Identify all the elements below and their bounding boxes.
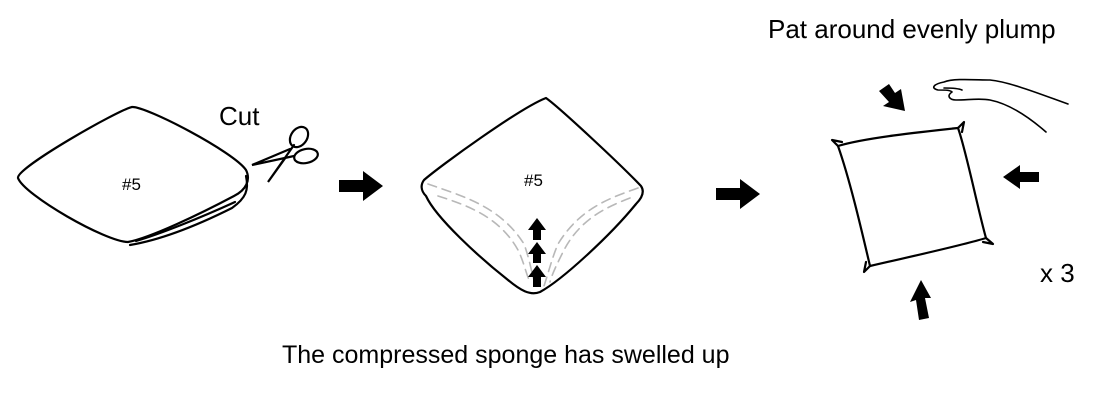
arrow-up-icon bbox=[528, 265, 546, 287]
arrow-up-icon bbox=[910, 280, 931, 320]
expanded-pillow bbox=[420, 96, 644, 295]
arrow-up-icon bbox=[528, 218, 546, 240]
arrow-left-icon bbox=[1003, 165, 1039, 189]
arrow-right-icon bbox=[716, 179, 760, 209]
compressed-pillow-package bbox=[16, 105, 250, 247]
pat-arrows bbox=[879, 84, 1039, 320]
arrow-right-icon bbox=[339, 171, 383, 201]
arrow-up-icon bbox=[528, 242, 546, 263]
expanded-package-label: #5 bbox=[524, 171, 543, 190]
scissors-icon bbox=[251, 125, 319, 183]
seam-lines bbox=[427, 183, 639, 287]
cut-label: Cut bbox=[219, 101, 260, 131]
swell-up-arrows bbox=[528, 218, 546, 287]
arrow-down-icon bbox=[879, 84, 905, 111]
repeat-count-label: x 3 bbox=[1040, 258, 1075, 288]
compressed-package-label: #5 bbox=[122, 175, 141, 194]
plump-pillow bbox=[830, 120, 995, 274]
hand-icon bbox=[932, 78, 1069, 133]
pat-around-label: Pat around evenly plump bbox=[768, 14, 1056, 44]
caption: The compressed sponge has swelled up bbox=[282, 341, 730, 369]
